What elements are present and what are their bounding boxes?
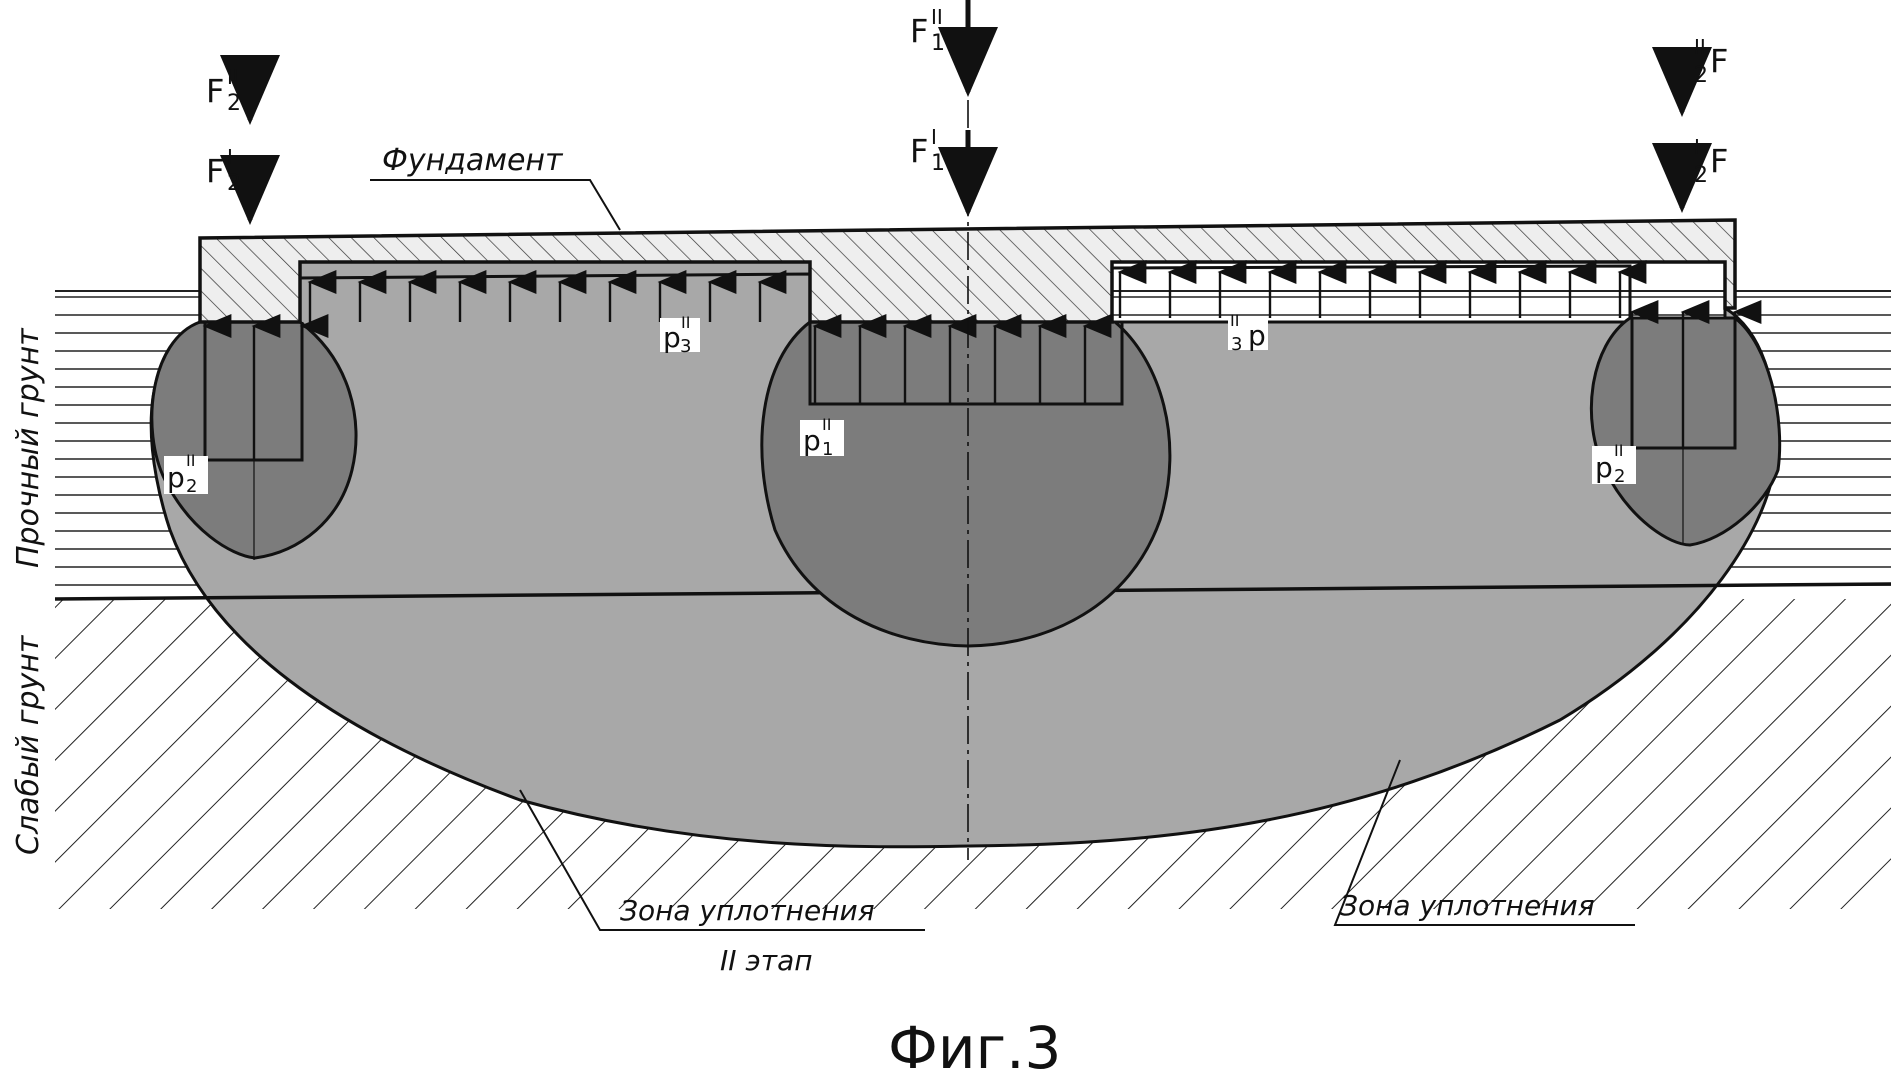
svg-text:2: 2 — [1694, 63, 1708, 88]
svg-text:2: 2 — [227, 171, 241, 196]
svg-text:F: F — [1710, 142, 1728, 180]
figure-caption: Фиг.3 — [888, 1014, 1061, 1080]
svg-text:2: 2 — [186, 476, 197, 497]
svg-text:p: p — [1595, 451, 1613, 484]
svg-text:2: 2 — [227, 91, 241, 116]
svg-text:p: p — [167, 461, 185, 494]
pressure-arrows — [202, 260, 1762, 460]
svg-text:1: 1 — [822, 439, 833, 460]
foundation-label: Фундамент — [382, 143, 564, 178]
svg-text:1: 1 — [931, 151, 945, 176]
force-label-f1-top: F II 1 — [910, 5, 945, 56]
svg-text:F: F — [206, 72, 224, 110]
svg-text:3: 3 — [1231, 334, 1242, 355]
svg-text:F: F — [910, 132, 928, 170]
svg-text:II: II — [186, 451, 195, 470]
svg-text:F: F — [206, 152, 224, 190]
svg-text:I: I — [931, 125, 937, 149]
zone-left-label: Зона уплотнения — [620, 894, 875, 927]
svg-text:II: II — [931, 5, 943, 29]
svg-text:II: II — [822, 415, 831, 434]
svg-text:II: II — [1694, 35, 1706, 59]
svg-text:I: I — [227, 145, 233, 169]
zone-right-label: Зона уплотнения — [1340, 889, 1595, 922]
leader-lines — [370, 179, 1635, 931]
pressure-label-p2-left: p II 2 — [164, 451, 208, 497]
force-label-f1-bot: F I 1 — [910, 125, 945, 176]
pressure-label-p1: p II 1 — [800, 415, 844, 460]
svg-text:F: F — [1710, 42, 1728, 80]
pressure-label-p3-left: p II 3 — [660, 313, 700, 357]
pressure-label-p2-right: p II 2 — [1592, 441, 1636, 487]
pad-center-rect — [808, 322, 1124, 406]
svg-text:2: 2 — [1614, 466, 1625, 487]
force-label-f2-right-top: F II 2 — [1694, 35, 1728, 88]
svg-text:3: 3 — [680, 336, 691, 357]
force-label-f2-right-bot: F I 2 — [1694, 135, 1728, 188]
foundation-cavity-left — [298, 272, 812, 322]
strong-soil-label: Прочный грунт — [11, 327, 46, 568]
svg-text:p: p — [1248, 319, 1266, 352]
svg-text:p: p — [663, 321, 681, 354]
svg-text:1: 1 — [931, 31, 945, 56]
weak-soil-label: Слабый грунт — [11, 634, 46, 855]
svg-text:II: II — [1614, 441, 1623, 460]
svg-text:p: p — [803, 424, 821, 457]
svg-text:II: II — [227, 65, 239, 89]
force-label-f2-left-top: F II 2 — [206, 65, 241, 116]
svg-text:F: F — [910, 12, 928, 50]
compaction-zone-right — [1589, 316, 1782, 547]
force-label-f2-left-bot: F I 2 — [206, 145, 241, 196]
svg-text:I: I — [1694, 135, 1700, 159]
svg-text:2: 2 — [1694, 163, 1708, 188]
pressure-label-p3-right: p II 3 — [1228, 311, 1268, 355]
zone-left-stage-label: II этап — [720, 944, 813, 977]
force-arrows — [220, 0, 1712, 225]
svg-text:II: II — [1230, 311, 1239, 330]
svg-text:II: II — [681, 313, 690, 332]
